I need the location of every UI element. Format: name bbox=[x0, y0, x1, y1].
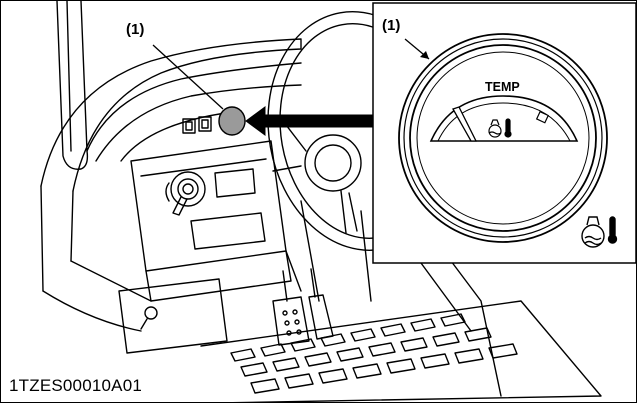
right-body-panel bbox=[420, 260, 502, 397]
temperature-indicator-lamp bbox=[218, 106, 246, 136]
floor-mat bbox=[200, 300, 602, 402]
pointer-arrow bbox=[245, 106, 374, 136]
dashboard-hood bbox=[40, 38, 302, 292]
callout-label-left: (1) bbox=[126, 21, 145, 38]
lower-left-console bbox=[118, 278, 228, 354]
steering-column bbox=[285, 200, 372, 302]
panel-placards bbox=[190, 168, 266, 250]
temperature-gauge bbox=[398, 33, 608, 243]
figure-code: 1TZES00010A01 bbox=[9, 376, 143, 395]
leader-line-left bbox=[152, 44, 224, 110]
callout-label-right: (1) bbox=[382, 17, 401, 34]
rollbar-pillar bbox=[56, 1, 89, 170]
warning-indicator-icon bbox=[581, 216, 618, 248]
panel-switches bbox=[182, 116, 212, 134]
gauge-temp-label: TEMP bbox=[485, 80, 520, 94]
leader-line-right bbox=[404, 38, 430, 60]
pedals bbox=[272, 268, 334, 346]
key-switch bbox=[165, 171, 206, 216]
coolant-temperature-icon bbox=[488, 118, 512, 138]
gauge-needle bbox=[452, 106, 478, 142]
